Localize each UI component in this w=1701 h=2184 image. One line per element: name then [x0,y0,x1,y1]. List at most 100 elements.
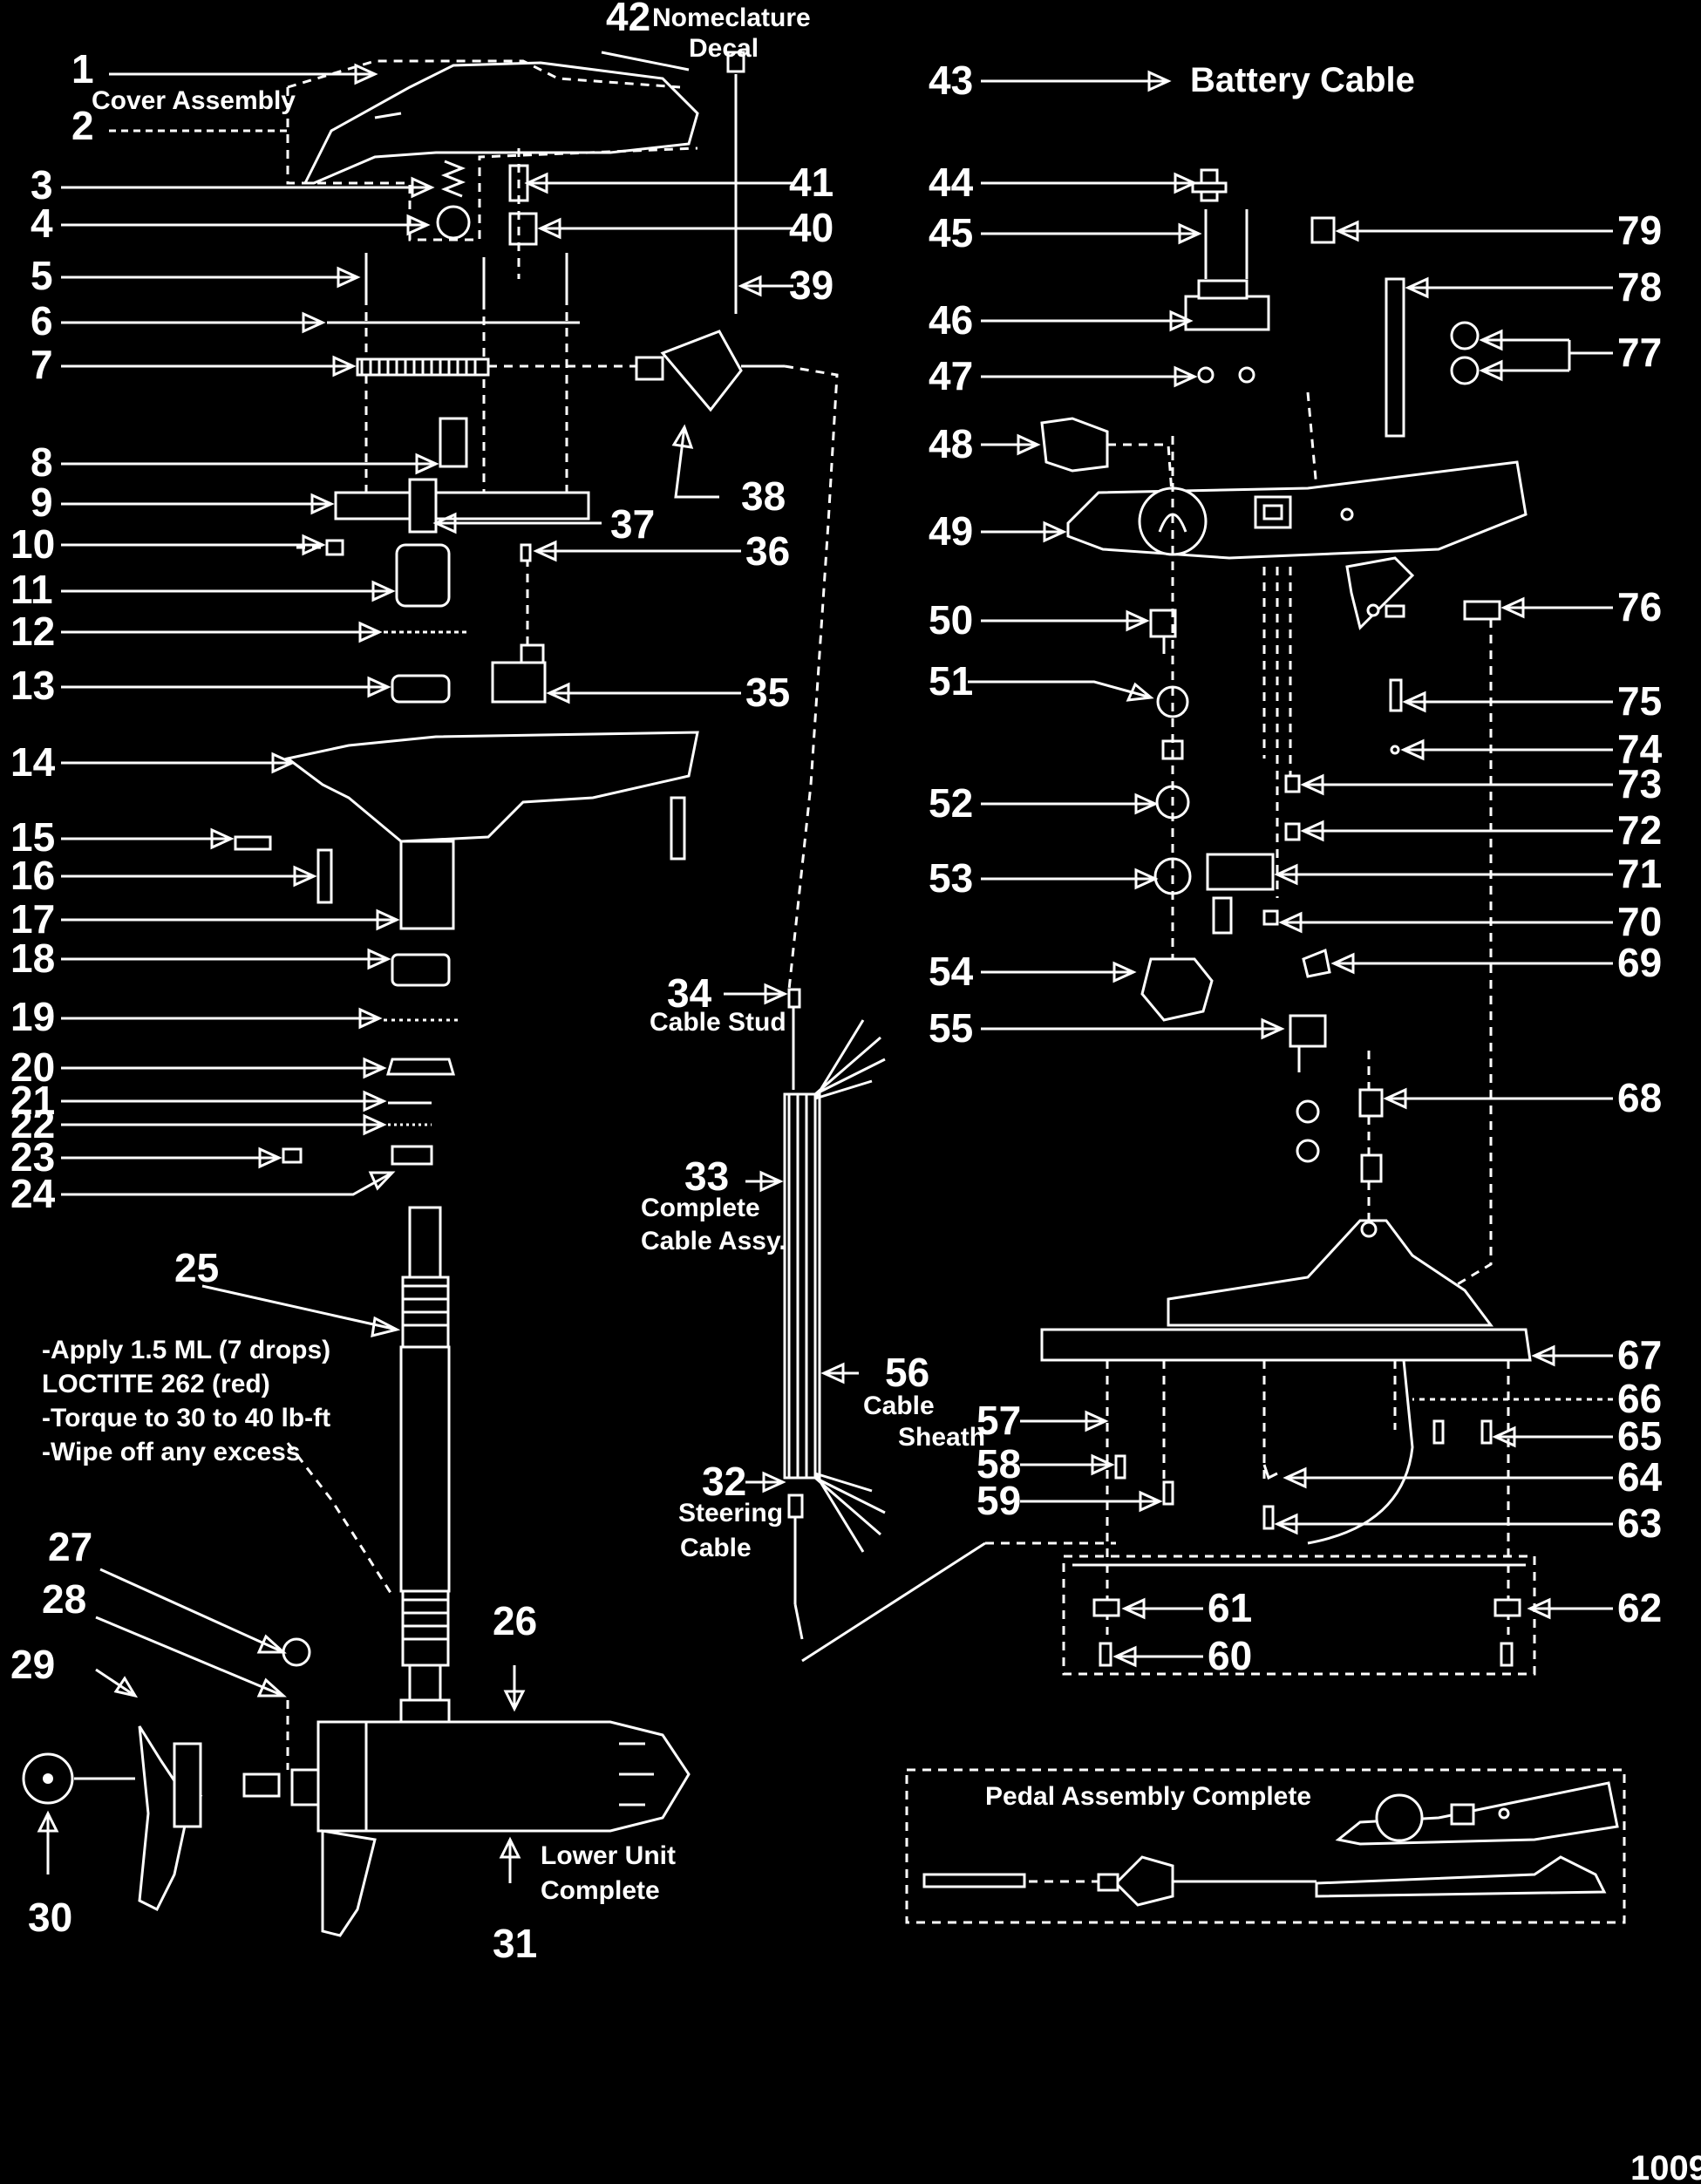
left-right-number-labels: 41 40 39 38 37 36 35 [610,160,833,715]
lower-unit [242,1698,691,1937]
cable-caption: Cable [863,1391,935,1420]
left-number-labels: 1 2 3 4 5 6 7 8 9 10 11 12 13 14 15 16 1… [10,46,94,1216]
sheath-caption: Sheath [898,1423,985,1452]
note-line-1: -Apply 1.5 ML (7 drops) [42,1336,330,1364]
cable-assy-caption: Cable Assy. [641,1227,786,1255]
mount-housing [234,731,699,930]
callout-18: 18 [10,936,55,981]
callout-35: 35 [745,670,790,715]
nomeclature-caption: Nomeclature [652,3,811,32]
callout-27: 27 [48,1524,92,1569]
cable-assembly [635,330,1116,1663]
callout-77: 77 [1617,330,1662,375]
callout-64: 64 [1617,1454,1663,1500]
callout-13: 13 [10,663,55,708]
callout-75: 75 [1617,678,1662,724]
callout-37: 37 [610,501,655,547]
callout-66: 66 [1617,1376,1662,1421]
callout-62: 62 [1617,1585,1662,1630]
callout-59: 59 [976,1478,1021,1523]
callout-45: 45 [929,210,973,255]
callout-26: 26 [493,1598,537,1643]
callout-43: 43 [929,58,973,103]
decal-caption: Decal [689,34,759,63]
callout-41: 41 [789,160,833,205]
callout-71: 71 [1617,851,1662,896]
pedal-top [1040,168,1480,507]
complete-caption: Complete [641,1194,760,1222]
callout-52: 52 [929,780,973,826]
callout-31: 31 [493,1921,537,1966]
callout-7: 7 [31,342,53,387]
note-line-4: -Wipe off any excess [42,1438,301,1466]
callout-8: 8 [31,439,53,485]
callout-6: 6 [31,298,53,344]
propeller [22,1637,311,1912]
callout-24: 24 [10,1171,56,1216]
callout-78: 78 [1617,264,1662,310]
callout-4: 4 [31,201,53,246]
callout-21: 21 [10,1078,55,1123]
callout-61: 61 [1208,1585,1252,1630]
callout-42: 42 [606,0,650,39]
callout-3: 3 [31,162,53,208]
callout-44: 44 [929,160,974,205]
callout-34: 34 [667,970,712,1016]
note-line-3: -Torque to 30 to 40 lb-ft [42,1404,330,1432]
callout-54: 54 [929,949,974,994]
callout-65: 65 [1617,1413,1662,1459]
page-number: 1009 [1630,2149,1701,2184]
callout-68: 68 [1617,1075,1662,1120]
callout-2: 2 [71,103,94,148]
callout-22: 22 [10,1101,55,1146]
tie-strap [726,51,745,314]
callout-23: 23 [10,1134,55,1180]
mid-number-labels: 42 25 27 28 29 30 26 31 34 33 56 32 [10,0,929,1966]
loctite-note: -Apply 1.5 ML (7 drops) LOCTITE 262 (red… [42,1336,330,1466]
callout-76: 76 [1617,584,1662,629]
note-line-2: LOCTITE 262 (red) [42,1370,270,1398]
callout-9: 9 [31,480,53,525]
callout-47: 47 [929,353,973,398]
callout-11: 11 [10,567,53,612]
callout-55: 55 [929,1005,973,1051]
callout-51: 51 [929,658,973,704]
fuse-part [508,148,538,279]
callout-70: 70 [1617,899,1662,944]
caption-labels: Cover Assembly Nomeclature Decal Battery… [92,3,1415,1905]
callout-16: 16 [10,853,55,898]
cable-stud-caption: Cable Stud [650,1008,786,1037]
callout-73: 73 [1617,761,1662,806]
battery-cable-caption: Battery Cable [1190,61,1415,99]
cover-assembly [286,59,699,242]
callout-5: 5 [31,253,53,298]
callout-49: 49 [929,508,973,554]
spring-part [436,160,471,240]
callout-72: 72 [1617,807,1662,853]
callout-20: 20 [10,1044,55,1090]
callout-25: 25 [174,1245,219,1290]
callout-30: 30 [28,1895,72,1940]
callout-29: 29 [10,1642,55,1687]
callout-12: 12 [10,609,55,654]
lower-unit-caption: Lower Unit [541,1841,676,1870]
callout-50: 50 [929,597,973,643]
callout-58: 58 [976,1441,1021,1487]
callout-79: 79 [1617,208,1662,253]
pedal-fittings [1140,436,1501,1292]
callout-69: 69 [1617,940,1662,985]
callout-67: 67 [1617,1332,1662,1378]
right-right-number-labels: 79 78 77 76 75 74 73 72 71 70 69 68 67 6… [976,208,1663,1678]
screws [364,253,568,497]
leader-arrows [37,51,1613,1883]
callout-53: 53 [929,855,973,901]
shaft [399,1206,451,1719]
right-left-number-labels: 43 44 45 46 47 48 49 50 51 52 53 54 55 [929,58,974,1051]
callout-28: 28 [42,1576,86,1622]
callout-46: 46 [929,297,973,343]
callout-33: 33 [684,1153,729,1199]
callout-15: 15 [10,814,55,860]
callout-17: 17 [10,896,55,942]
callout-19: 19 [10,994,55,1039]
callout-14: 14 [10,739,56,785]
